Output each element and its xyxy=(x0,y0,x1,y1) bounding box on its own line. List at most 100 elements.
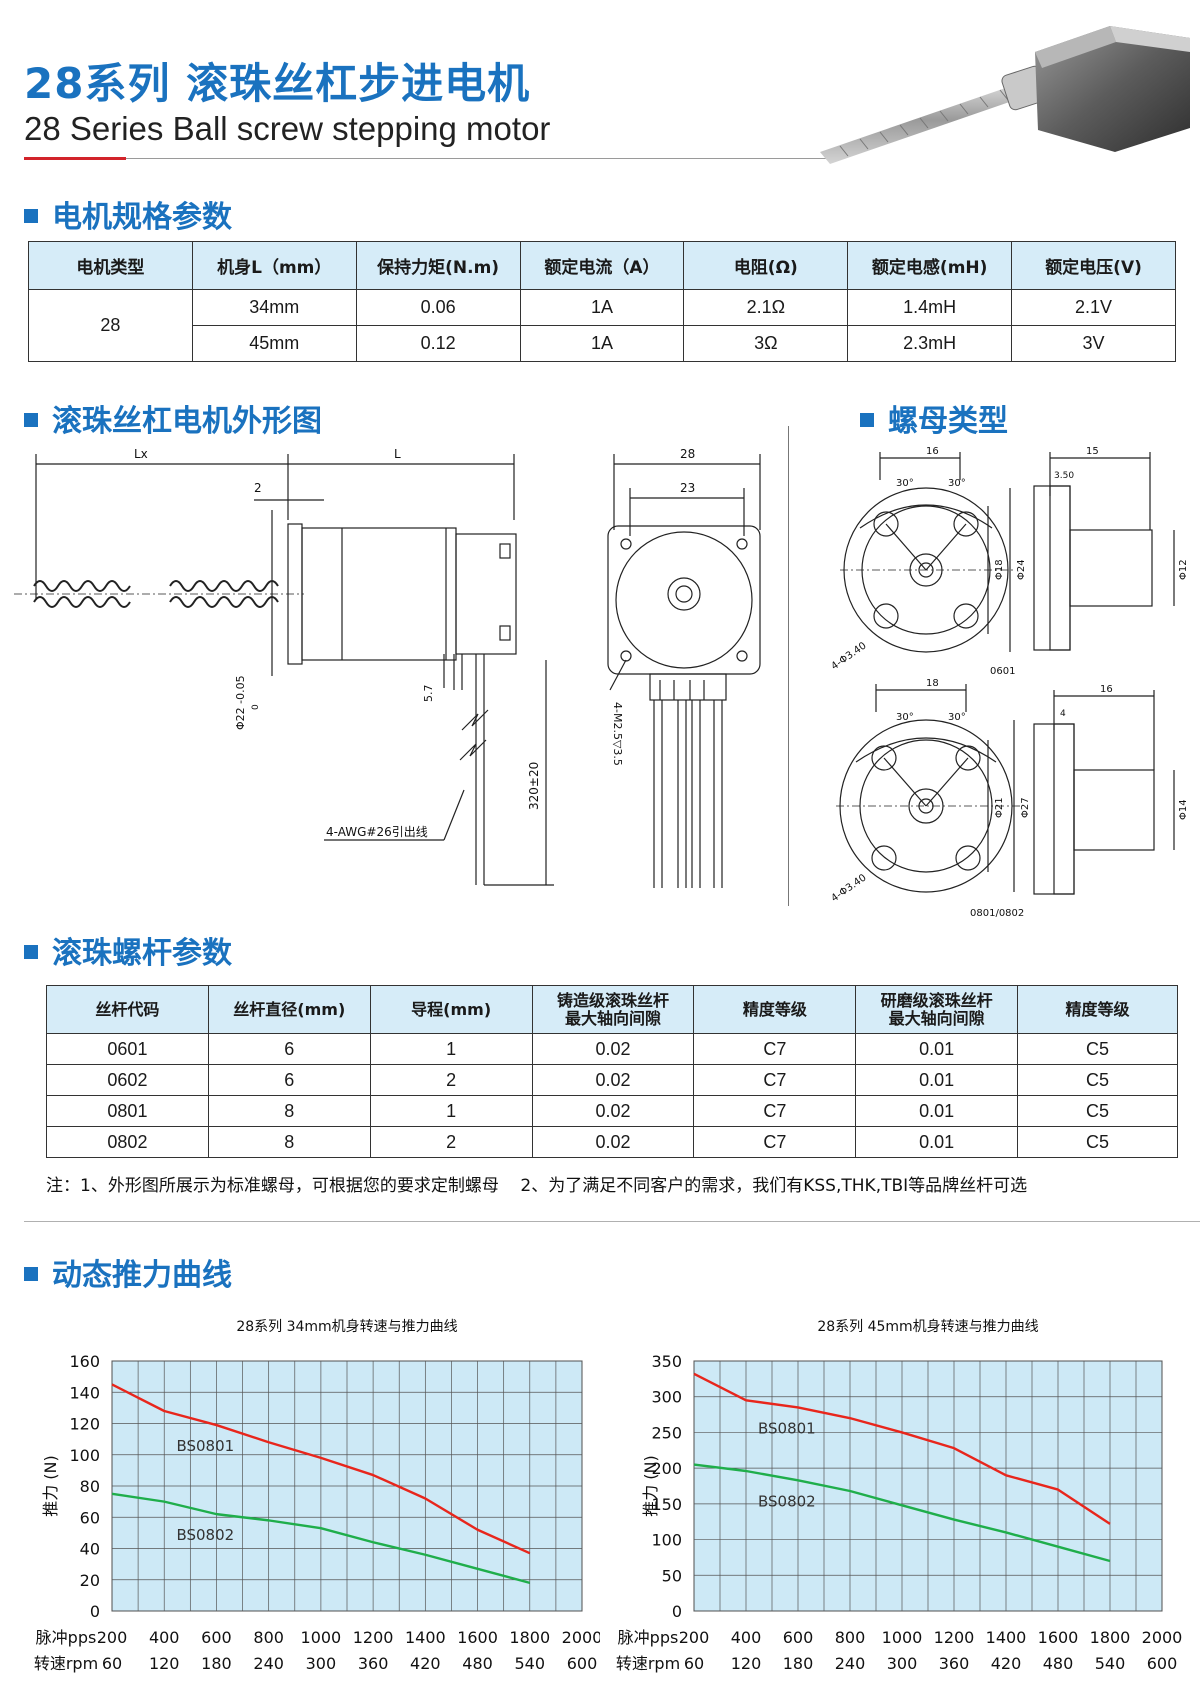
x-tick-label-rpm: 480 xyxy=(462,1654,493,1673)
table-cell: 45mm xyxy=(191,325,357,362)
x-tick-label-pps: 1000 xyxy=(301,1628,342,1647)
table-cell: 0.01 xyxy=(855,1064,1019,1096)
y-tick-label: 40 xyxy=(80,1540,100,1559)
x-tick-label-pps: 800 xyxy=(253,1628,284,1647)
chart-title: 28系列 34mm机身转速与推力曲线 xyxy=(236,1319,457,1335)
drawing-divider xyxy=(788,426,789,906)
y-tick-label: 350 xyxy=(651,1352,682,1371)
spec-header: 电阻(Ω) xyxy=(683,241,849,290)
dim-28: 28 xyxy=(680,447,695,461)
y-tick-label: 60 xyxy=(80,1508,100,1527)
x-axis-label-pps: 脉冲pps xyxy=(618,1628,679,1647)
table-cell: 0.12 xyxy=(355,325,521,362)
x-tick-label-rpm: 120 xyxy=(731,1654,762,1673)
x-axis-label-rpm: 转速rpm xyxy=(616,1654,680,1673)
x-tick-label-rpm: 540 xyxy=(1095,1654,1126,1673)
table-cell: 3V xyxy=(1011,325,1176,362)
series-label: BS0801 xyxy=(758,1419,816,1437)
x-tick-label-rpm: 540 xyxy=(515,1654,546,1673)
y-tick-label: 150 xyxy=(651,1495,682,1514)
dim-23: 23 xyxy=(680,481,695,495)
series-line-bs0802 xyxy=(111,1492,531,1585)
nut2-dia21: Φ21 xyxy=(994,797,1005,818)
chart-title: 28系列 45mm机身转速与推力曲线 xyxy=(817,1319,1038,1335)
section-square-icon xyxy=(24,944,38,959)
outline-drawing: Lx L 2 Φ22 -0.05 0 5.7 320±20 4-AWG#26引出… xyxy=(14,447,761,888)
table-cell: C5 xyxy=(1017,1126,1178,1158)
x-tick-label-pps: 1600 xyxy=(1038,1628,1079,1647)
x-tick-label-pps: 400 xyxy=(731,1628,762,1647)
x-tick-label-pps: 200 xyxy=(679,1628,710,1647)
nut2-angle1: 30° xyxy=(896,712,914,723)
x-tick-label-pps: 1600 xyxy=(457,1628,498,1647)
table-cell: 2.1Ω xyxy=(683,289,849,326)
series-label: BS0802 xyxy=(758,1492,816,1510)
x-tick-label-pps: 1400 xyxy=(405,1628,446,1647)
x-tick-label-rpm: 420 xyxy=(410,1654,441,1673)
section-divider xyxy=(24,1221,1200,1222)
x-tick-label-rpm: 480 xyxy=(1043,1654,1074,1673)
table-cell: C5 xyxy=(1017,1095,1178,1127)
table-cell: C7 xyxy=(693,1095,857,1127)
y-tick-label: 100 xyxy=(651,1531,682,1550)
table-cell: 0801 xyxy=(46,1095,209,1127)
x-axis-label-rpm: 转速rpm xyxy=(34,1654,98,1673)
x-tick-label-rpm: 600 xyxy=(1147,1654,1178,1673)
table-cell: 1 xyxy=(369,1033,533,1065)
x-tick-label-rpm: 240 xyxy=(253,1654,284,1673)
thrust-chart-45mm: 28系列 45mm机身转速与推力曲线050100150200250300350推… xyxy=(616,1319,1183,1673)
dim-lx: Lx xyxy=(134,447,148,461)
screw-header: 精度等级 xyxy=(693,985,857,1034)
nut2-width: 18 xyxy=(926,678,939,689)
table-cell: C5 xyxy=(1017,1064,1178,1096)
nut1-dia18: Φ18 xyxy=(994,559,1005,580)
x-tick-label-pps: 600 xyxy=(783,1628,814,1647)
nut1-side-width: 15 xyxy=(1086,446,1099,457)
table-cell: 0602 xyxy=(46,1064,209,1096)
table-cell: C5 xyxy=(1017,1033,1178,1065)
nut1-angle1: 30° xyxy=(896,478,914,489)
table-cell: C7 xyxy=(693,1064,857,1096)
table-cell: 3Ω xyxy=(683,325,849,362)
x-tick-label-rpm: 420 xyxy=(991,1654,1022,1673)
x-tick-label-rpm: 300 xyxy=(887,1654,918,1673)
screw-header: 精度等级 xyxy=(1017,985,1178,1034)
y-tick-label: 0 xyxy=(672,1602,682,1621)
nut1-side-dia12: Φ12 xyxy=(1178,559,1189,580)
motor-product-image xyxy=(820,26,1190,164)
x-tick-label-pps: 2000 xyxy=(562,1628,600,1647)
table-cell: 1 xyxy=(369,1095,533,1127)
table-cell: C7 xyxy=(693,1126,857,1158)
section-title-nut: 螺母类型 xyxy=(860,396,1008,440)
screw-header: 导程(mm) xyxy=(369,985,533,1034)
x-tick-label-pps: 1800 xyxy=(1090,1628,1131,1647)
y-tick-label: 300 xyxy=(651,1388,682,1407)
spec-header: 保持力矩(N.m) xyxy=(355,241,521,290)
y-tick-label: 20 xyxy=(80,1571,100,1590)
nut2-side-flange: 4 xyxy=(1060,709,1066,719)
table-cell: 6 xyxy=(207,1064,371,1096)
thrust-chart-34mm: 28系列 34mm机身转速与推力曲线020406080100120140160推… xyxy=(34,1319,600,1673)
table-cell: 6 xyxy=(207,1033,371,1065)
dim-m25: 4-M2.5▽3.5 xyxy=(611,702,624,766)
nut2-code: 0801/0802 xyxy=(970,908,1024,919)
screw-header: 研磨级滚珠丝杆 最大轴向间隙 xyxy=(855,985,1019,1034)
table-cell: 8 xyxy=(207,1126,371,1158)
section-square-icon xyxy=(24,208,38,223)
table-cell: 0.06 xyxy=(355,289,521,326)
x-tick-label-rpm: 240 xyxy=(835,1654,866,1673)
y-axis-label: 推力 (N) xyxy=(641,1455,660,1517)
dim-5-7: 5.7 xyxy=(422,685,435,703)
nut2-side-width: 16 xyxy=(1100,684,1113,695)
motor-body xyxy=(1035,26,1190,152)
table-cell: 0.01 xyxy=(855,1033,1019,1065)
title-underline xyxy=(126,158,826,159)
table-cell: 2 xyxy=(369,1064,533,1096)
y-tick-label: 160 xyxy=(69,1352,100,1371)
section-title-screw: 滚珠螺杆参数 xyxy=(24,928,232,972)
table-cell: 1A xyxy=(519,289,685,326)
table-cell: 1.4mH xyxy=(847,289,1013,326)
spec-header: 额定电感(mH) xyxy=(847,241,1013,290)
x-tick-label-rpm: 60 xyxy=(684,1654,704,1673)
y-tick-label: 250 xyxy=(651,1423,682,1442)
